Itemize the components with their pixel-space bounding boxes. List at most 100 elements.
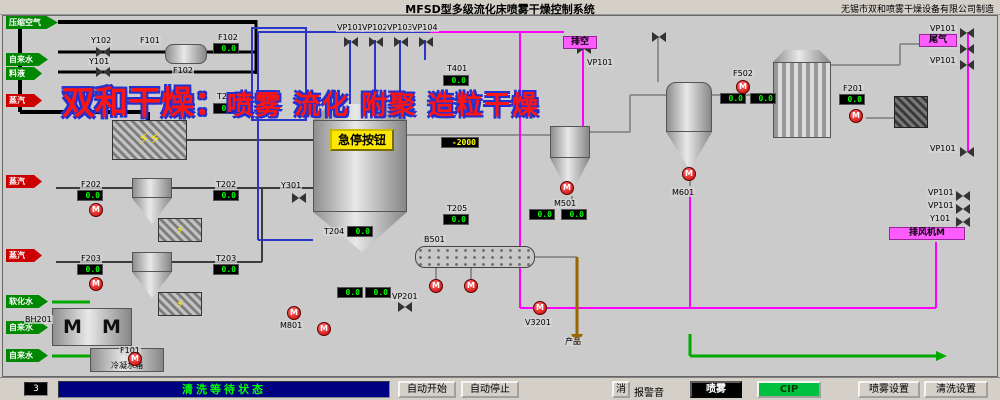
title-bar: MFSD型多级流化床喷雾干燥控制系统 无锡市双和喷雾干燥设备有限公司制造 [0, 0, 1000, 16]
valve-icon[interactable] [96, 67, 110, 77]
value-display: 0.0 [77, 190, 103, 201]
auto-stop-button[interactable]: 自动停止 [461, 381, 519, 398]
value-display: 0.0 [750, 93, 776, 104]
valve-icon[interactable] [344, 37, 358, 47]
inlet-arrow: 蒸汽 [6, 249, 42, 262]
pump-icon[interactable]: M [736, 80, 750, 94]
value-display: 0.0 [347, 226, 373, 237]
valve-icon[interactable] [398, 302, 412, 312]
equipment-tag: VP201 [391, 292, 419, 301]
valve-icon[interactable] [960, 147, 974, 157]
value-display: 0.0 [77, 264, 103, 275]
cip-button[interactable]: CIP [757, 381, 821, 398]
emergency-stop-button[interactable]: 急停按钮 [330, 129, 394, 151]
pump-icon[interactable]: M [560, 181, 574, 195]
pump-icon[interactable]: M [89, 203, 103, 217]
pump-icon[interactable]: M [429, 279, 443, 293]
pump-icon[interactable]: M [128, 352, 142, 366]
condensate-tank-label: 冷凝水箱 [111, 361, 143, 370]
equipment-tag: VP101 [586, 58, 614, 67]
valve-icon[interactable] [956, 204, 970, 214]
spray-button[interactable]: 喷雾 [690, 381, 742, 398]
flow-label: 排风机M [889, 227, 965, 240]
equipment-tag: M601 [671, 188, 696, 197]
equipment-tag: F203 [80, 254, 102, 263]
bottom-control-bar: 3 清洗等待状态 自动开始 自动停止 消 报警音 喷雾 CIP 喷雾设置 清洗设… [0, 377, 1000, 400]
equipment-tag: F102 [217, 33, 239, 42]
equipment-tag: VP101 [927, 188, 955, 197]
equipment-tag: B501 [423, 235, 446, 244]
value-display: 0.0 [337, 287, 363, 298]
window-title: MFSD型多级流化床喷雾干燥控制系统 [405, 3, 595, 16]
valve-icon[interactable] [960, 44, 974, 54]
valve-icon[interactable] [96, 47, 110, 57]
equipment-tag: T204 [323, 227, 346, 236]
inlet-arrow: 蒸汽 [6, 94, 42, 107]
equipment-tag: VP103 [386, 23, 414, 32]
pump-icon[interactable]: M [849, 109, 863, 123]
pump-icon[interactable]: M [287, 306, 301, 320]
equipment-tag: M501 [553, 199, 578, 208]
equipment-tag: T201 [216, 92, 239, 101]
equipment-tag: F102 [172, 66, 194, 75]
valve-icon[interactable] [292, 193, 306, 203]
step-counter: 3 [24, 382, 48, 396]
equipment-tag: BH201 [24, 315, 53, 324]
equipment-tag: Y101 [88, 57, 111, 66]
equipment-tag: T203 [215, 254, 238, 263]
equipment-tag: F201 [842, 84, 864, 93]
equipment-tag: Y102 [90, 36, 113, 45]
valve-icon[interactable] [956, 217, 970, 227]
value-display: 0.0 [443, 75, 469, 86]
inlet-arrow: 压缩空气 [6, 16, 58, 29]
equipment-tag: VP104 [411, 23, 439, 32]
equipment-tag: F502 [732, 69, 754, 78]
value-display: 0.0 [213, 264, 239, 275]
manufacturer-label: 无锡市双和喷雾干燥设备有限公司制造 [840, 5, 994, 15]
equipment-tag: 产品 [564, 337, 582, 346]
valve-icon[interactable] [652, 32, 666, 42]
valve-icon[interactable] [960, 28, 974, 38]
value-display: 0.0 [213, 103, 239, 114]
flow-label: 排空 [563, 36, 597, 49]
equipment-tag: VP101 [336, 23, 364, 32]
value-display: 0.0 [529, 209, 555, 220]
status-message-bar: 清洗等待状态 [58, 381, 390, 398]
auto-start-button[interactable]: 自动开始 [398, 381, 456, 398]
equipment-tag: T205 [446, 204, 469, 213]
valve-icon[interactable] [369, 37, 383, 47]
equipment-tag: M801 [279, 321, 304, 330]
mute-alarm-button[interactable]: 消 [612, 381, 630, 398]
valve-icon[interactable] [394, 37, 408, 47]
equipment-tag: VP101 [929, 144, 957, 153]
pump-icon[interactable]: M [533, 301, 547, 315]
pump-icon[interactable]: M [317, 322, 331, 336]
equipment-tag: T202 [215, 180, 238, 189]
spray-settings-button[interactable]: 喷雾设置 [858, 381, 920, 398]
inlet-arrow: 自来水 [6, 349, 48, 362]
mute-alarm-label: 报警音 [634, 388, 664, 399]
valve-icon[interactable] [956, 191, 970, 201]
equipment-tag: VP101 [929, 24, 957, 33]
equipment-tag: F101 [139, 36, 161, 45]
value-display: 0.0 [720, 93, 746, 104]
equipment-tag: Y301 [280, 181, 303, 190]
valve-icon[interactable] [960, 60, 974, 70]
flow-label: 尾气 [919, 34, 957, 47]
pump-icon[interactable]: M [682, 167, 696, 181]
pump-icon[interactable]: M [464, 279, 478, 293]
equipment-tag: V3201 [524, 318, 552, 327]
equipment-tag: VP102 [361, 23, 389, 32]
clean-settings-button[interactable]: 清洗设置 [924, 381, 988, 398]
equipment-tag: VP101 [927, 201, 955, 210]
valve-icon[interactable] [419, 37, 433, 47]
value-display: 0.0 [443, 214, 469, 225]
inlet-arrow: 蒸汽 [6, 175, 42, 188]
value-display: 0.0 [561, 209, 587, 220]
pump-icon[interactable]: M [89, 277, 103, 291]
inlet-arrow: 料液 [6, 67, 42, 80]
equipment-tag: Y101 [929, 214, 952, 223]
value-display: 0.0 [213, 43, 239, 54]
